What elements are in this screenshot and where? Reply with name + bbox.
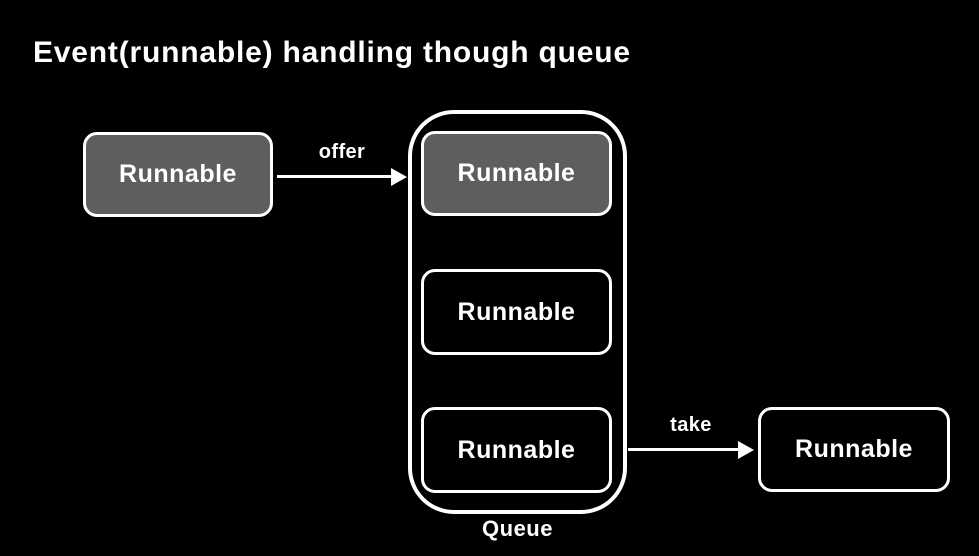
take-arrow-line xyxy=(628,448,738,451)
sink-runnable-node: Runnable xyxy=(758,407,950,492)
queue-item-runnable-3: Runnable xyxy=(421,407,612,493)
take-arrow-head-icon xyxy=(738,440,754,459)
diagram-title: Event(runnable) handling though queue xyxy=(33,36,631,69)
queue-caption: Queue xyxy=(482,516,553,541)
queue-item-runnable-2: Runnable xyxy=(421,269,612,355)
take-arrow-label: take xyxy=(670,414,712,436)
offer-arrow-line xyxy=(277,175,391,178)
source-runnable-node: Runnable xyxy=(83,132,273,217)
sink-runnable-label: Runnable xyxy=(795,435,913,463)
source-runnable-label: Runnable xyxy=(119,160,237,188)
offer-arrow-head-icon xyxy=(391,167,407,186)
queue-container xyxy=(408,110,627,514)
queue-item-runnable-2-label: Runnable xyxy=(457,297,576,326)
offer-arrow-label: offer xyxy=(318,141,366,163)
queue-item-runnable-1-label: Runnable xyxy=(457,159,576,187)
queue-item-runnable-1: Runnable xyxy=(421,131,612,216)
queue-item-runnable-3-label: Runnable xyxy=(457,435,576,464)
